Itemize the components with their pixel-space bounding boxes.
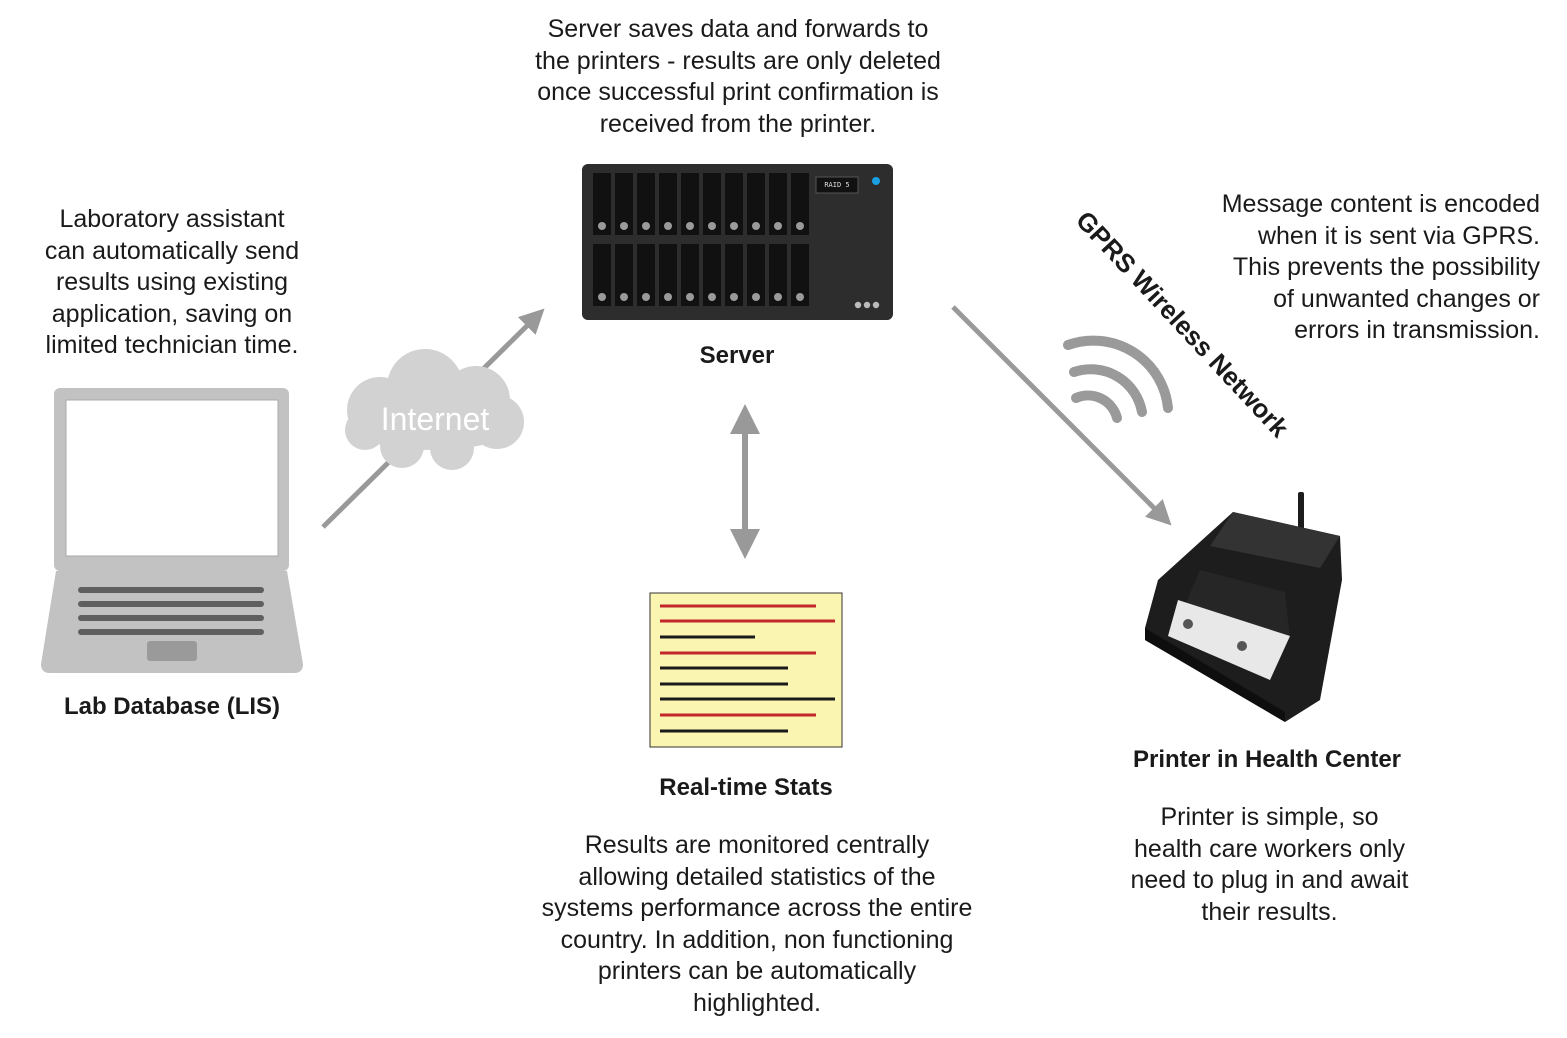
printer-description: Printer is simple, so health care worker… xyxy=(1130,803,1409,926)
server-description: Server saves data and forwards to the pr… xyxy=(535,15,941,138)
gprs-description: Message content is encoded when it is se… xyxy=(1221,190,1540,344)
printer-label: Printer in Health Center xyxy=(1132,746,1402,773)
lab-label: Lab Database (LIS) xyxy=(63,693,281,720)
lab-description: Laboratory assistant can automatically s… xyxy=(44,205,300,359)
server-to-printer-arrow xyxy=(951,305,1172,526)
raid-label: RAID 5 xyxy=(824,181,850,189)
internet-label: Internet xyxy=(380,401,490,437)
stats-description: Results are monitored centrally allowing… xyxy=(541,831,973,1017)
stats-label: Real-time Stats xyxy=(659,774,833,801)
wireless-signal-icon xyxy=(1063,335,1173,423)
server-label: Server xyxy=(699,342,775,369)
